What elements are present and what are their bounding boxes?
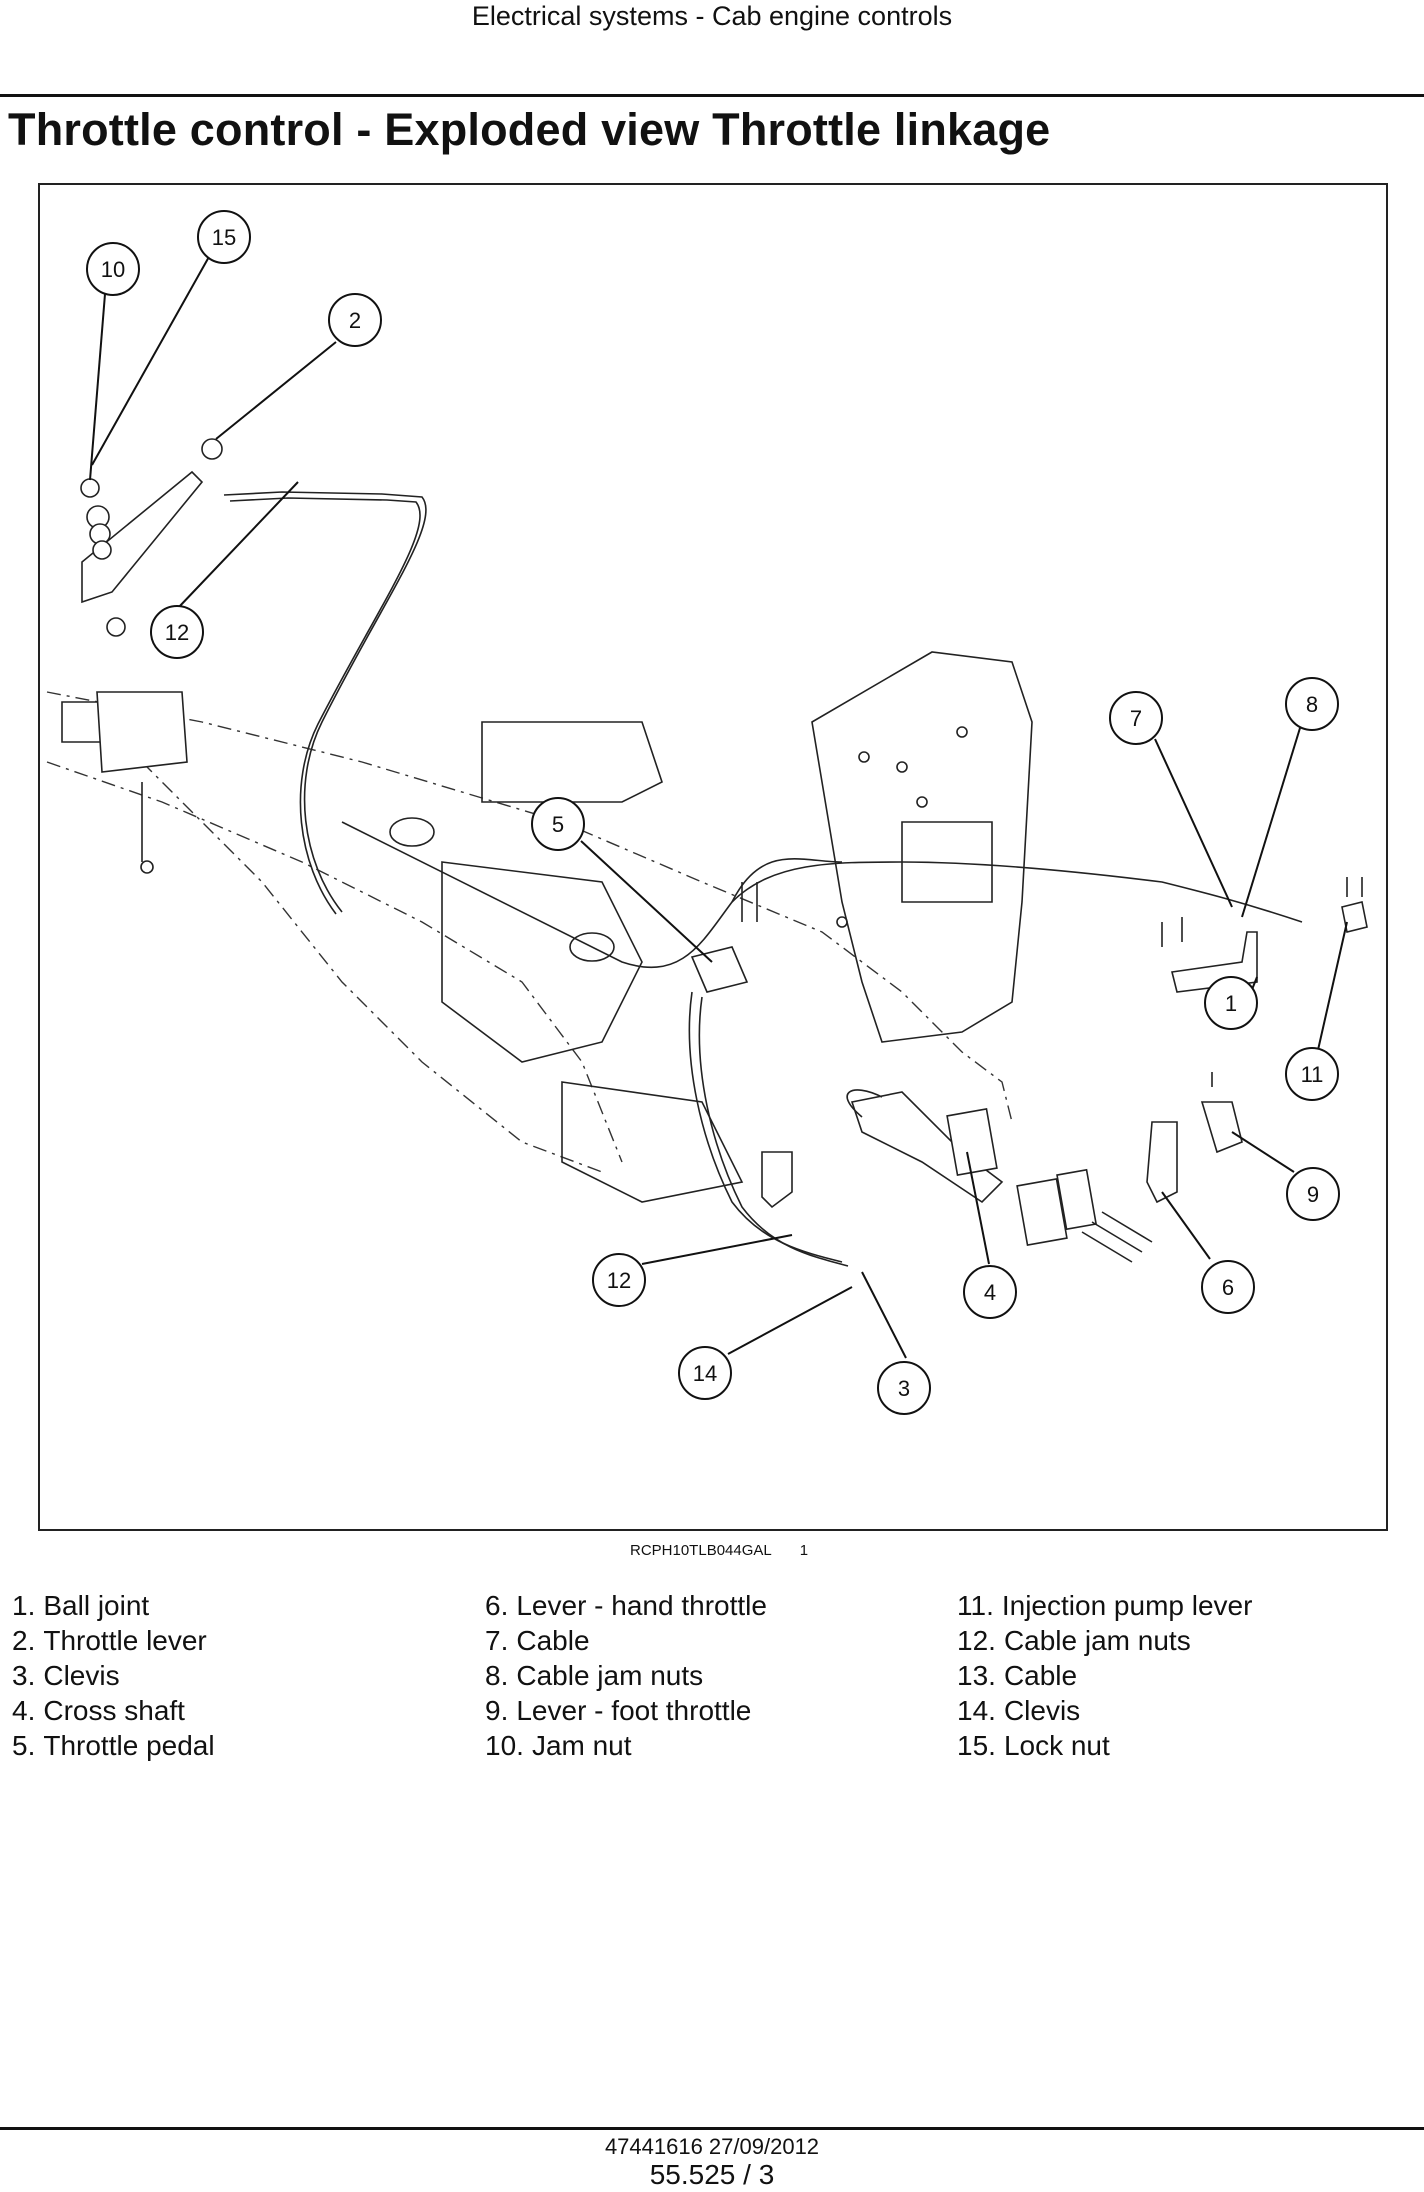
legend-item: 14.Clevis: [957, 1695, 1081, 1726]
parts-legend: 1.Ball joint 2.Throttle lever 3.Clevis 4…: [12, 1588, 1412, 1768]
page-header: Electrical systems - Cab engine controls: [471, 1, 953, 31]
pedal-cable: [341, 821, 1303, 968]
throttle-linkage-drawing: 15 10 2 12 7 8 5 1 11 9 12 4 6 14 3: [46, 210, 1368, 1415]
callout-6: 6: [1201, 1260, 1255, 1314]
callout-3: 3: [877, 1361, 931, 1415]
legend-item: 12.Cable jam nuts: [957, 1625, 1191, 1656]
callout-11: 11: [1285, 1047, 1339, 1101]
legend-column-2: 6.Lever - hand throttle 7.Cable 8.Cable …: [485, 1588, 955, 1763]
footer-divider: [0, 2127, 1424, 2130]
callout-7: 7: [1109, 691, 1163, 745]
callout-5: 5: [531, 797, 585, 851]
svg-text:5: 5: [552, 812, 564, 837]
lever-hand-throttle-part: [1146, 1121, 1178, 1204]
callout-2: 2: [328, 293, 382, 347]
svg-text:4: 4: [984, 1280, 996, 1305]
throttle-pedal-part: [690, 946, 749, 993]
svg-text:2: 2: [349, 308, 361, 333]
figure-number: 1: [799, 1542, 809, 1559]
exploded-view-figure: 15 10 2 12 7 8 5 1 11 9 12 4 6 14 3: [38, 183, 1388, 1531]
svg-text:7: 7: [1130, 706, 1142, 731]
legend-item: 8.Cable jam nuts: [485, 1660, 704, 1691]
callout-8: 8: [1285, 677, 1339, 731]
cable-13: [223, 491, 427, 913]
callout-10: 10: [86, 242, 140, 296]
header-divider: [0, 94, 1424, 97]
legend-item: 10.Jam nut: [485, 1730, 632, 1761]
callout-12-bottom: 12: [592, 1253, 646, 1307]
svg-text:12: 12: [607, 1268, 631, 1293]
svg-text:12: 12: [165, 620, 189, 645]
legend-item: 1.Ball joint: [12, 1590, 150, 1621]
callout-4: 4: [963, 1265, 1017, 1319]
callout-15: 15: [197, 210, 251, 264]
legend-item: 4.Cross shaft: [12, 1695, 185, 1726]
legend-item: 3.Clevis: [12, 1660, 120, 1691]
figure-caption: RCPH10TLB044GAL 1: [630, 1542, 808, 1560]
callout-12-top: 12: [150, 605, 204, 659]
document-id: 47441616 27/09/2012: [604, 2134, 820, 2159]
page-title: Throttle control - Exploded view Throttl…: [8, 104, 1051, 155]
legend-item: 13.Cable: [957, 1660, 1078, 1691]
svg-text:11: 11: [1301, 1062, 1324, 1087]
svg-text:3: 3: [898, 1376, 910, 1401]
lower-cable: [688, 991, 843, 1263]
callout-1: 1: [1204, 976, 1258, 1030]
legend-column-3: 11.Injection pump lever 12.Cable jam nut…: [957, 1588, 1424, 1763]
svg-text:9: 9: [1307, 1182, 1319, 1207]
frame-outline: [46, 691, 1013, 1123]
page-number: 55.525 / 3: [649, 2159, 775, 2190]
legend-item: 6.Lever - hand throttle: [485, 1590, 767, 1621]
svg-text:6: 6: [1222, 1275, 1234, 1300]
svg-text:10: 10: [101, 257, 125, 282]
callout-14: 14: [678, 1346, 732, 1400]
svg-text:15: 15: [212, 225, 236, 250]
legend-item: 15.Lock nut: [957, 1730, 1110, 1761]
lever-foot-throttle-part: [1200, 1101, 1243, 1154]
cab-panel: [811, 651, 1033, 1043]
svg-text:1: 1: [1225, 991, 1237, 1016]
legend-item: 7.Cable: [485, 1625, 590, 1656]
figure-code: RCPH10TLB044GAL: [630, 1542, 772, 1559]
throttle-lever-part: [81, 470, 204, 604]
callout-9: 9: [1286, 1167, 1340, 1221]
legend-item: 5.Throttle pedal: [12, 1730, 215, 1761]
legend-item: 11.Injection pump lever: [957, 1590, 1253, 1621]
svg-text:8: 8: [1306, 692, 1318, 717]
svg-text:14: 14: [693, 1361, 717, 1386]
legend-column-1: 1.Ball joint 2.Throttle lever 3.Clevis 4…: [12, 1588, 482, 1763]
legend-item: 2.Throttle lever: [12, 1625, 207, 1656]
legend-item: 9.Lever - foot throttle: [485, 1695, 752, 1726]
